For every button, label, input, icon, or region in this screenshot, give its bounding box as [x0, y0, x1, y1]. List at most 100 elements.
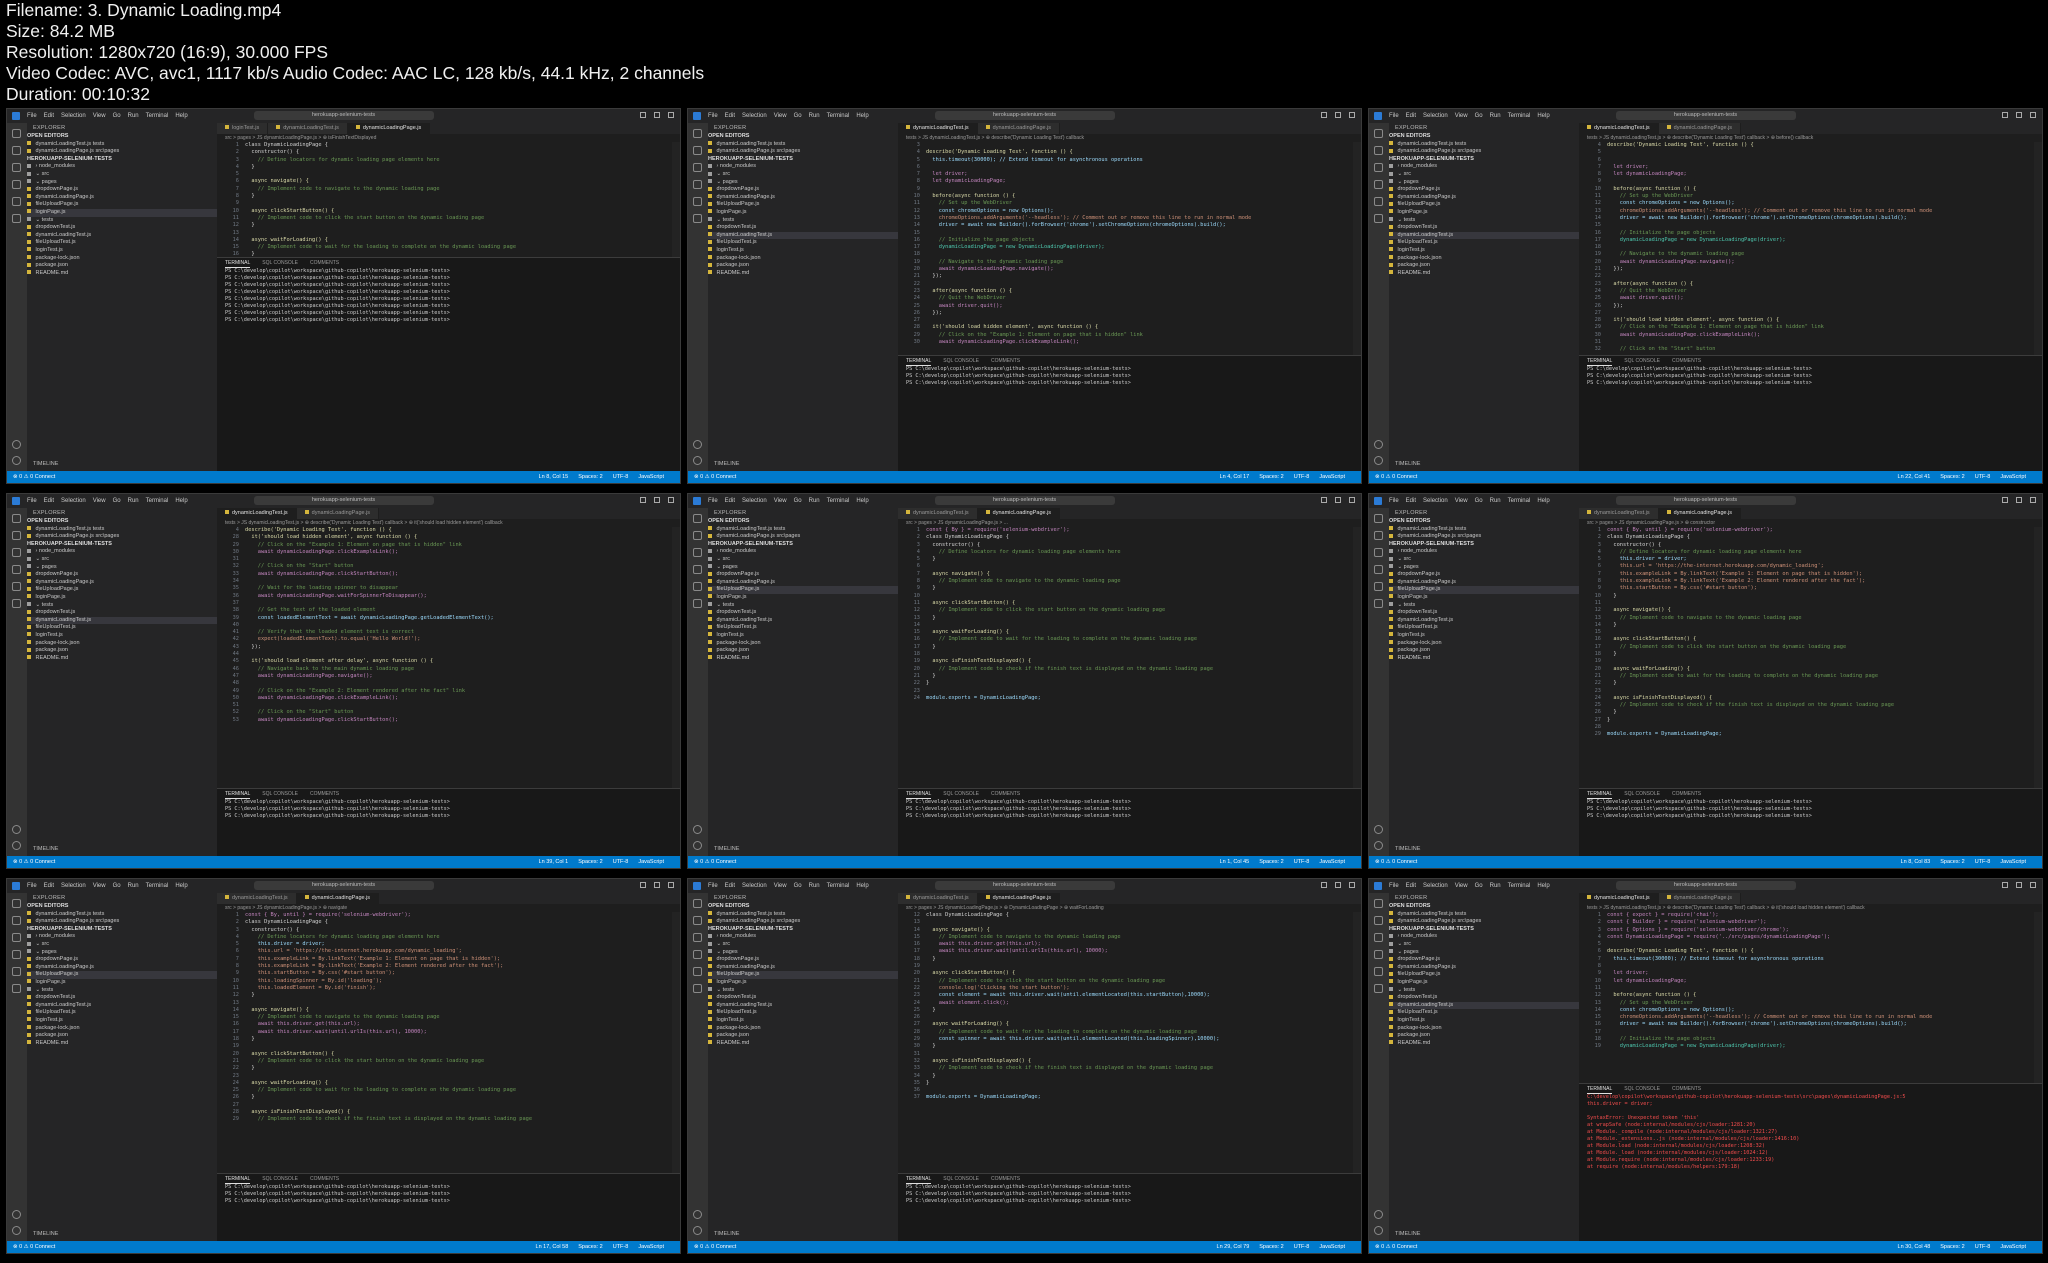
- explorer-item[interactable]: OPEN EDITORS: [708, 133, 898, 141]
- panel-tab[interactable]: TERMINAL: [1587, 791, 1613, 799]
- run-debug-icon[interactable]: [12, 180, 21, 189]
- menu-item[interactable]: View: [92, 498, 106, 504]
- menu-item[interactable]: Go: [793, 498, 802, 504]
- explorer-item[interactable]: HEROKUAPP-SELENIUM-TESTS: [708, 541, 898, 549]
- explorer-item[interactable]: loginTest.js: [1389, 632, 1579, 640]
- menu-item[interactable]: File: [1389, 498, 1399, 504]
- explorer-item[interactable]: fileUploadTest.js: [1389, 239, 1579, 247]
- minimap[interactable]: [2034, 527, 2042, 788]
- explorer-item[interactable]: ⌄ tests: [1389, 602, 1579, 610]
- explorer-item[interactable]: ⌄ src: [708, 941, 898, 949]
- explorer-item[interactable]: dynamicLoadingTest.js: [1389, 617, 1579, 625]
- editor-tab[interactable]: dynamicLoadingPage.js: [977, 123, 1061, 134]
- explorer-item[interactable]: loginTest.js: [1389, 247, 1579, 255]
- explorer-item[interactable]: ⌄ tests: [27, 602, 217, 610]
- explorer-item[interactable]: ⌄ pages: [708, 179, 898, 187]
- menu-item[interactable]: Go: [112, 883, 121, 889]
- explorer-item[interactable]: dynamicLoadingPage.js: [27, 964, 217, 972]
- explorer-item[interactable]: ⌄ src: [708, 171, 898, 179]
- explorer-item[interactable]: package-lock.json: [1389, 1025, 1579, 1033]
- editor-tab[interactable]: dynamicLoadingTest.js: [1579, 123, 1659, 134]
- encoding[interactable]: UTF-8: [612, 1244, 629, 1250]
- explorer-item[interactable]: package.json: [1389, 647, 1579, 655]
- explorer-item[interactable]: README.md: [708, 270, 898, 278]
- panel-tab[interactable]: SQL CONSOLE: [262, 791, 298, 797]
- explorer-item[interactable]: fileUploadPage.js: [708, 201, 898, 209]
- command-search[interactable]: herokuapp-selenium-tests: [253, 881, 434, 890]
- explorer-item[interactable]: fileUploadTest.js: [708, 624, 898, 632]
- indentation[interactable]: Spaces: 2: [578, 474, 603, 480]
- explorer-item[interactable]: HEROKUAPP-SELENIUM-TESTS: [27, 926, 217, 934]
- explorer-item[interactable]: loginTest.js: [27, 632, 217, 640]
- explorer-item[interactable]: OPEN EDITORS: [708, 903, 898, 911]
- minimize-icon[interactable]: [2002, 112, 2008, 118]
- timeline-section[interactable]: TIMELINE: [33, 461, 59, 467]
- editor-tab[interactable]: dynamicLoadingTest.js: [217, 508, 297, 519]
- extensions-icon[interactable]: [693, 967, 702, 976]
- menu-item[interactable]: File: [1389, 113, 1399, 119]
- panel-tab[interactable]: TERMINAL: [906, 791, 932, 799]
- extensions-icon[interactable]: [1374, 582, 1383, 591]
- panel-tab[interactable]: SQL CONSOLE: [262, 260, 298, 266]
- explorer-item[interactable]: dynamicLoadingPage.js src\pages: [708, 148, 898, 156]
- search-icon[interactable]: [12, 531, 21, 540]
- editor-tab[interactable]: dynamicLoadingTest.js: [898, 123, 978, 134]
- timeline-section[interactable]: TIMELINE: [1395, 846, 1421, 852]
- explorer-item[interactable]: README.md: [708, 655, 898, 663]
- menu-item[interactable]: Selection: [742, 113, 767, 119]
- menu-item[interactable]: Run: [808, 113, 820, 119]
- explorer-item[interactable]: fileUploadPage.js: [27, 201, 217, 209]
- menu-item[interactable]: Selection: [1423, 498, 1448, 504]
- explorer-item[interactable]: ⌄ pages: [27, 564, 217, 572]
- cursor-position[interactable]: Ln 29, Col 79: [1216, 1244, 1250, 1250]
- menu-item[interactable]: Run: [1489, 498, 1501, 504]
- explorer-item[interactable]: fileUploadTest.js: [708, 239, 898, 247]
- explorer-item[interactable]: fileUploadTest.js: [27, 239, 217, 247]
- explorer-item[interactable]: dynamicLoadingTest.js tests: [708, 526, 898, 534]
- gear-icon[interactable]: [693, 1226, 702, 1235]
- test-icon[interactable]: [1374, 984, 1383, 993]
- explorer-item[interactable]: package.json: [708, 647, 898, 655]
- menu-item[interactable]: File: [27, 883, 37, 889]
- timeline-section[interactable]: TIMELINE: [714, 1231, 740, 1237]
- run-debug-icon[interactable]: [1374, 180, 1383, 189]
- menu-item[interactable]: Run: [808, 883, 820, 889]
- extensions-icon[interactable]: [12, 967, 21, 976]
- command-search[interactable]: herokuapp-selenium-tests: [253, 496, 434, 505]
- status-left[interactable]: ⊗ 0 ⚠ 0 Connect: [13, 859, 56, 865]
- close-icon[interactable]: [2030, 882, 2036, 888]
- explorer-item[interactable]: › node_modules: [27, 163, 217, 171]
- explorer-item[interactable]: dynamicLoadingTest.js: [708, 617, 898, 625]
- status-left[interactable]: ⊗ 0 ⚠ 0 Connect: [13, 1244, 56, 1250]
- language-mode[interactable]: JavaScript: [638, 474, 664, 480]
- menu-item[interactable]: File: [708, 498, 718, 504]
- menu-item[interactable]: Go: [793, 883, 802, 889]
- extensions-icon[interactable]: [693, 582, 702, 591]
- explorer-item[interactable]: ⌄ src: [27, 171, 217, 179]
- explorer-item[interactable]: fileUploadTest.js: [1389, 624, 1579, 632]
- minimap[interactable]: [672, 142, 680, 257]
- account-icon[interactable]: [693, 825, 702, 834]
- run-debug-icon[interactable]: [12, 950, 21, 959]
- panel-tab[interactable]: SQL CONSOLE: [943, 1176, 979, 1182]
- maximize-icon[interactable]: [654, 882, 660, 888]
- explorer-icon[interactable]: [693, 899, 702, 908]
- menu-item[interactable]: Run: [127, 883, 139, 889]
- explorer-item[interactable]: dynamicLoadingPage.js src\pages: [1389, 533, 1579, 541]
- explorer-item[interactable]: dynamicLoadingTest.js: [27, 616, 217, 625]
- test-icon[interactable]: [12, 214, 21, 223]
- menu-item[interactable]: Selection: [1423, 113, 1448, 119]
- explorer-item[interactable]: dynamicLoadingPage.js src\pages: [708, 533, 898, 541]
- editor-tab[interactable]: dynamicLoadingPage.js: [296, 893, 380, 904]
- search-icon[interactable]: [12, 146, 21, 155]
- indentation[interactable]: Spaces: 2: [1259, 1244, 1284, 1250]
- test-icon[interactable]: [1374, 214, 1383, 223]
- explorer-item[interactable]: ⌄ pages: [1389, 564, 1579, 572]
- panel-tab[interactable]: TERMINAL: [1587, 1086, 1613, 1094]
- menu-item[interactable]: Edit: [1405, 883, 1417, 889]
- status-left[interactable]: ⊗ 0 ⚠ 0 Connect: [1375, 859, 1418, 865]
- close-icon[interactable]: [2030, 497, 2036, 503]
